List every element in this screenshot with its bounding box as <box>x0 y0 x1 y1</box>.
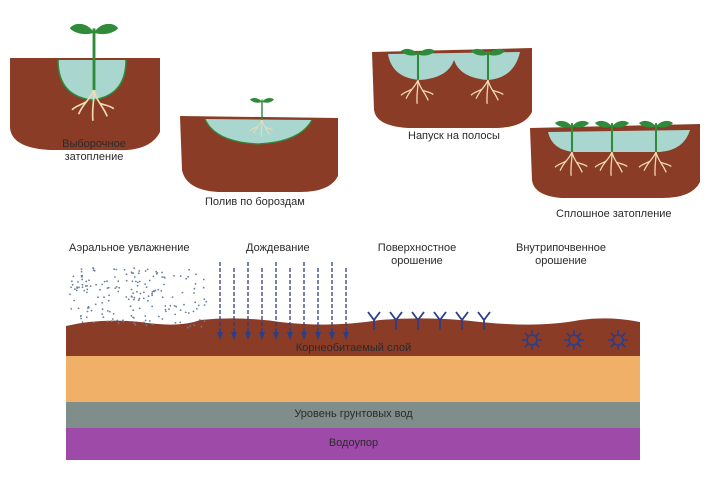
selective-flooding-illustration <box>10 23 160 151</box>
label-aerial-moistening: Аэральное увлажнение <box>69 242 190 254</box>
label-subsoil-line2: орошение <box>535 255 587 267</box>
continuous-flooding-illustration <box>530 119 700 198</box>
surface-irrigation-emitters <box>367 311 491 330</box>
label-selective-line2: затопление <box>64 151 124 163</box>
label-surface-line1: Поверхностное <box>377 242 457 254</box>
soil-cross-section <box>66 318 640 460</box>
label-root-zone: Корнеобитаемый слой <box>295 342 412 354</box>
label-continuous-flooding: Сплошное затопление <box>556 208 672 220</box>
label-aquitard: Водоупор <box>328 437 379 449</box>
label-strip-flooding: Напуск на полосы <box>408 130 500 142</box>
label-surface-irrigation: Поверхностное орошение <box>372 242 462 268</box>
root-zone-layer <box>66 318 640 356</box>
label-furrow-irrigation: Полив по бороздам <box>205 196 305 208</box>
label-groundwater: Уровень грунтовых вод <box>294 408 413 420</box>
label-selective-line1: Выборочное <box>62 138 126 150</box>
label-surface-line2: орошение <box>391 255 443 267</box>
label-subsoil-irrigation: Внутрипочвенное орошение <box>506 242 616 268</box>
subsoil-irrigation-emitters <box>522 330 628 350</box>
furrow-irrigation-illustration <box>180 97 338 192</box>
label-selective-flooding: Выборочное затопление <box>56 138 132 164</box>
sprinkling-arrows <box>217 262 349 340</box>
aquitard-layer <box>66 428 640 460</box>
sand-layer <box>66 356 640 402</box>
aerial-moisture-dots <box>69 267 208 329</box>
strip-flooding-illustration <box>372 47 532 128</box>
label-subsoil-line1: Внутрипочвенное <box>516 242 606 254</box>
label-sprinkling: Дождевание <box>246 242 310 254</box>
groundwater-layer <box>66 402 640 428</box>
